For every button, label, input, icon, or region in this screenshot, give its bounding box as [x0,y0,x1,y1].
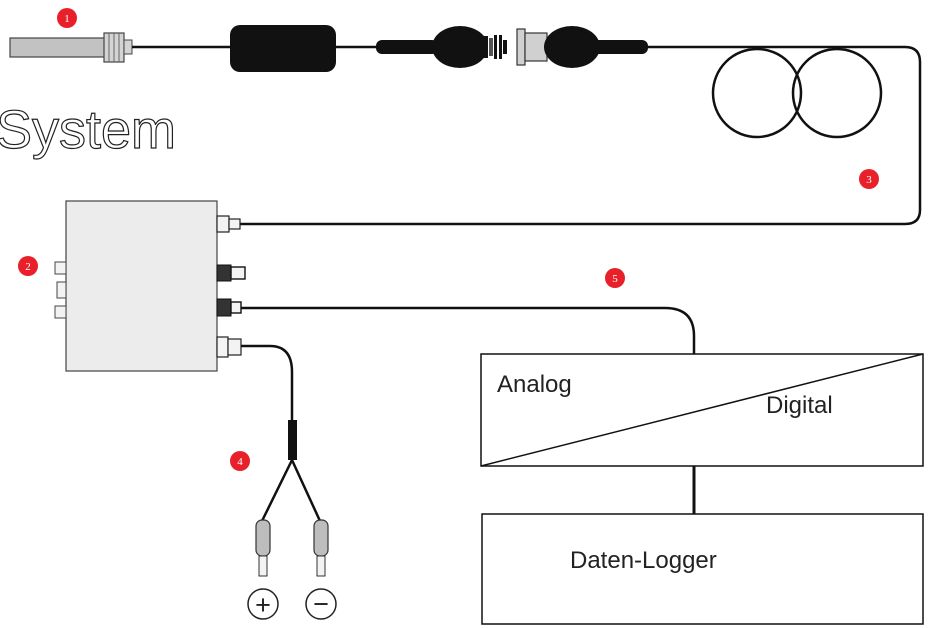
ad-converter: Analog Digital [480,353,924,467]
marker-5: 5 [605,268,625,288]
svg-text:+: + [255,590,271,620]
power-plug-minus [313,519,329,577]
marker-4: 4 [230,451,250,471]
svg-text:−: − [313,589,329,619]
data-logger-label: Daten-Logger [570,547,717,574]
data-logger: Daten-Logger [481,513,924,625]
power-cable [241,344,322,522]
marker-2: 2 [18,256,38,276]
connector-sensor-port [216,215,241,233]
digital-label: Digital [766,392,833,419]
inline-amplifier [230,25,336,72]
svg-text:4: 4 [237,456,243,468]
long-cable [240,45,922,226]
signal-cable [241,306,696,354]
marker-3: 3 [859,169,879,189]
svg-text:3: 3 [866,174,872,186]
power-plug-plus [255,519,271,577]
electronics-box [54,200,246,372]
connector-signal [216,298,242,317]
svg-text:5: 5 [612,273,618,285]
plus-symbol: + [247,588,279,620]
analog-label: Analog [497,371,572,398]
sensor [9,32,133,63]
svg-text:2: 2 [25,261,31,273]
connector-unused [216,264,246,282]
cable-splitter [288,420,297,460]
cable-connector [376,26,648,68]
connector-power [216,336,242,358]
marker-1: 1 [57,8,77,28]
minus-symbol: − [305,588,337,620]
svg-text:1: 1 [64,13,70,25]
page-title: System [0,100,176,160]
